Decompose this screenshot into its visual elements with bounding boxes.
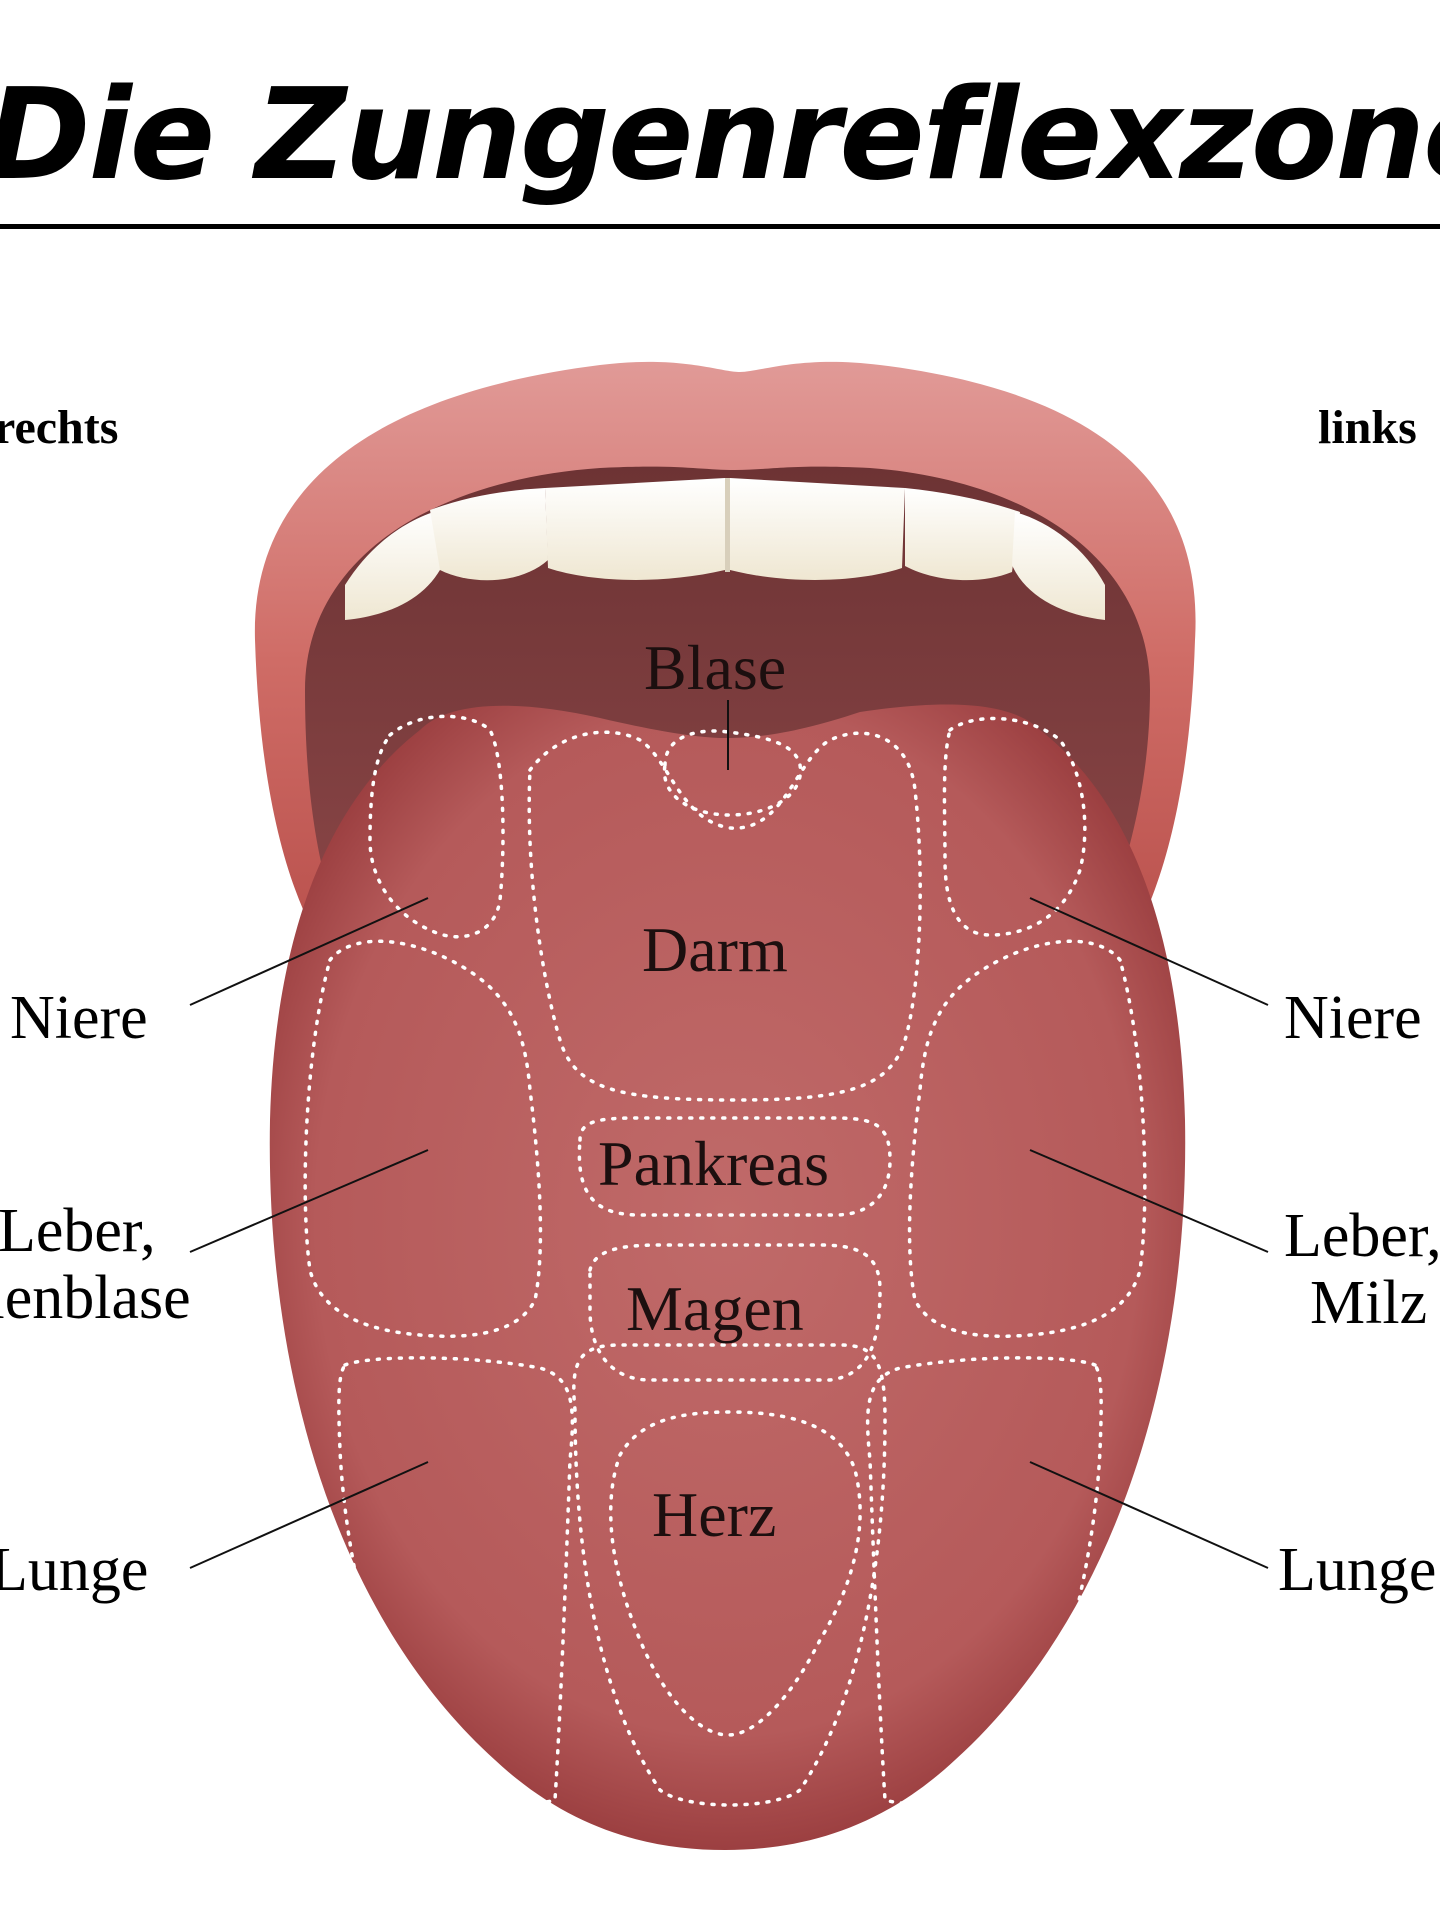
- label-right-liver-line1: Leber,: [1284, 1202, 1440, 1270]
- zone-label-pancreas: Pankreas: [598, 1128, 830, 1199]
- upper-teeth: [345, 478, 1105, 620]
- label-right-lung: Lunge: [1278, 1536, 1437, 1604]
- label-left-liver-gallbladder: Leber, Gallenblase: [0, 1198, 191, 1332]
- leader-lines: [189, 700, 1269, 1569]
- tongue: [269, 704, 1186, 1851]
- label-left-liver-line2: Gallenblase: [0, 1263, 191, 1332]
- side-label-right: rechts: [0, 401, 119, 454]
- zone-label-bladder: Blase: [644, 632, 787, 703]
- label-right-liver-spleen: Leber, Milz: [1284, 1203, 1440, 1337]
- label-right-kidney: Niere: [1284, 984, 1422, 1052]
- title-underline: [0, 224, 1440, 229]
- diagram-title: Die Zungenreflexzonen: [0, 61, 1440, 208]
- zone-label-heart: Herz: [652, 1479, 777, 1550]
- label-right-liver-line2: Milz: [1310, 1268, 1428, 1337]
- label-left-lung: Lunge: [0, 1536, 149, 1604]
- zone-outlines: [303, 714, 1147, 1807]
- zone-label-intestine: Darm: [642, 914, 788, 985]
- zone-label-stomach: Magen: [626, 1273, 804, 1344]
- label-left-kidney: Niere: [10, 984, 148, 1052]
- label-left-liver-line1: Leber,: [0, 1197, 156, 1265]
- side-label-left: links: [1318, 401, 1417, 454]
